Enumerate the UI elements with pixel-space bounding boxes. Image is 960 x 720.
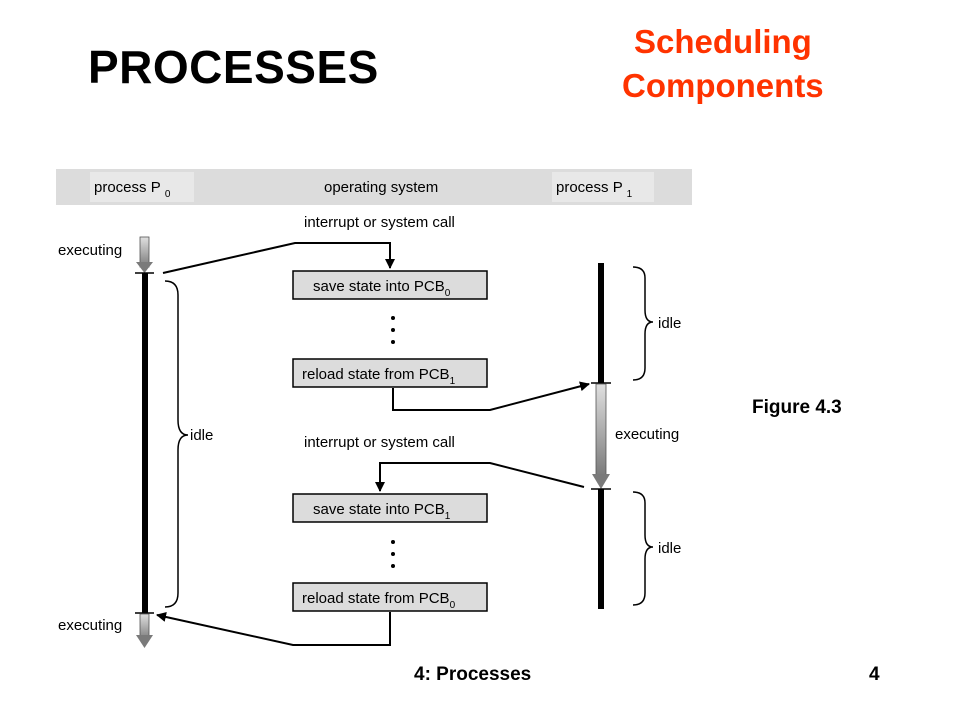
p1-idle-line-bottom: [598, 489, 604, 609]
p0-idle-line: [142, 273, 148, 613]
subtitle-line-2: Components: [622, 67, 824, 104]
p0-executing-bottom-label: executing: [58, 617, 122, 634]
arrow-p1-to-save-pcb1: [375, 462, 585, 492]
p1-idle-bottom-label: idle: [658, 540, 681, 557]
p0-exec-bottom-arrowhead: [136, 635, 153, 648]
p1-idle-brace-top: [632, 266, 654, 381]
svg-text:reload state from PCB1: reload state from PCB1: [302, 366, 456, 387]
arrow-p0-to-save-pcb0: [162, 242, 395, 274]
svg-text:save state into PCB0: save state into PCB0: [313, 278, 451, 299]
header-p0: process P 0: [94, 179, 171, 200]
p0-idle-brace: [164, 280, 189, 608]
p0-executing-top-label: executing: [58, 242, 122, 259]
subtitle-line-1: Scheduling: [634, 23, 812, 60]
arrow-reload-pcb1-to-p1: [392, 381, 590, 411]
p1-idle-brace-bottom: [632, 491, 654, 606]
box-save-pcb1: save state into PCB1: [292, 493, 488, 523]
box-reload-pcb1: reload state from PCB1: [292, 358, 488, 388]
header-os: operating system: [324, 179, 438, 196]
box-reload-pcb0: reload state from PCB0: [292, 582, 488, 612]
svg-text:save state into PCB1: save state into PCB1: [313, 501, 451, 522]
p0-idle-label: idle: [190, 427, 213, 444]
svg-text:reload state from PCB0: reload state from PCB0: [302, 590, 456, 611]
header-p1: process P 1: [556, 179, 633, 200]
slide-subtitle: Scheduling Components: [622, 20, 824, 108]
p1-exec-arrowhead: [592, 474, 610, 489]
p1-idle-top-label: idle: [658, 315, 681, 332]
header-cell-p0: [90, 172, 194, 202]
interrupt-label-top: interrupt or system call: [304, 214, 455, 231]
p1-executing-label: executing: [615, 426, 679, 443]
p0-exec-top-arrowhead: [136, 262, 153, 273]
footer-chapter: 4: Processes: [414, 664, 532, 685]
p1-exec-bar: [595, 383, 607, 477]
header-cell-p1: [552, 172, 654, 202]
ellipsis-dots-top: [391, 316, 395, 344]
page-title: PROCESSES: [88, 41, 379, 93]
box-save-pcb0: save state into PCB0: [292, 270, 488, 300]
interrupt-label-mid: interrupt or system call: [304, 434, 455, 451]
figure-label: Figure 4.3: [752, 397, 842, 418]
arrow-reload-pcb0-to-p0: [156, 612, 391, 646]
footer-page-number: 4: [869, 664, 880, 685]
p1-idle-line-top: [598, 263, 604, 383]
ellipsis-dots-bottom: [391, 540, 395, 568]
